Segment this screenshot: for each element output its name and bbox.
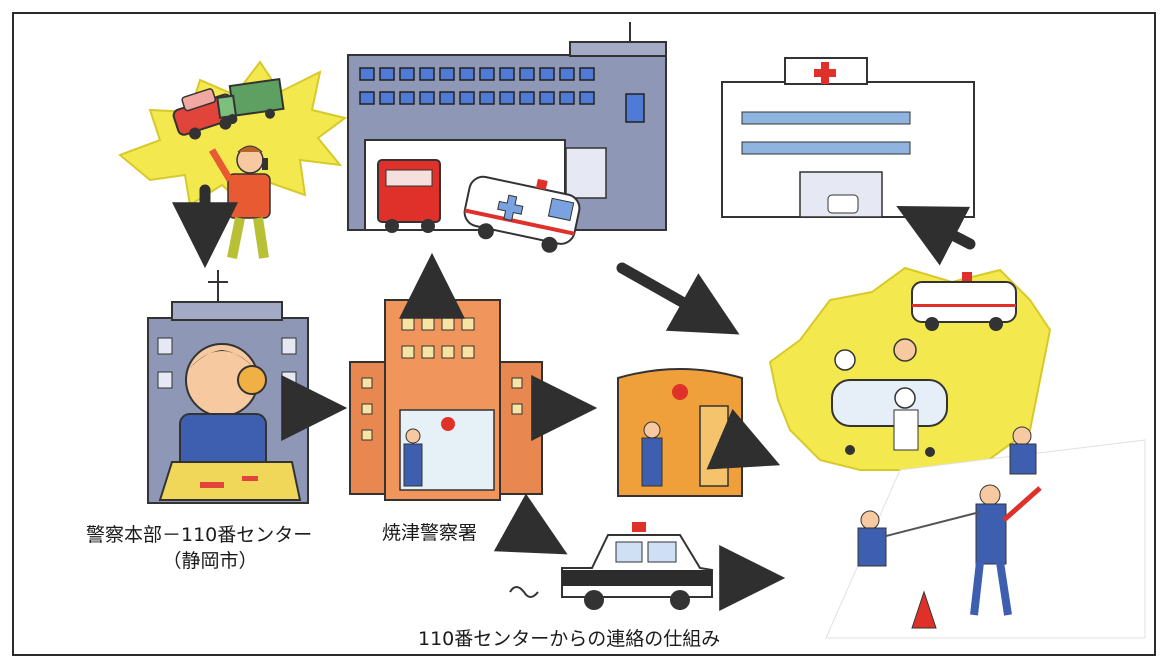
station-label: 焼津警察署 (382, 522, 478, 544)
ambulance-at-scene (911, 272, 1017, 331)
arrow-station-to-patrol (493, 493, 568, 555)
police-officer-station (403, 428, 423, 487)
police-officer-koban (641, 421, 663, 487)
hq-label: 警察本部－110番センター (86, 524, 313, 546)
crashed-truck (216, 77, 285, 125)
arrow-scene-to-hospital (896, 205, 976, 266)
hospital-building (721, 57, 975, 218)
fire-station-windows (359, 67, 645, 123)
patrol-car (509, 522, 713, 610)
yaizu-police-station (349, 299, 543, 501)
caption-label: 110番センターからの連絡の仕組み (418, 628, 721, 650)
fire-station-building (347, 22, 667, 253)
accident-scene (118, 60, 348, 259)
police-hq-building (147, 270, 309, 504)
fire-truck (377, 159, 441, 233)
arrow-fire-to-scene (616, 262, 740, 335)
flow-arrows (172, 184, 976, 611)
hq-location-label: （静岡市） (162, 550, 258, 572)
red-cross-icon (814, 62, 836, 84)
ambulance-at-fire-station (463, 175, 581, 253)
stretcher-team (831, 338, 948, 457)
rescue-scene (768, 266, 1146, 639)
traffic-cone (911, 590, 937, 629)
police-officers-investigating (857, 426, 1042, 629)
caller-person (208, 145, 271, 259)
koban-police-box (617, 368, 743, 497)
console-desk (158, 461, 302, 501)
arrow-koban-to-scene (706, 408, 781, 470)
